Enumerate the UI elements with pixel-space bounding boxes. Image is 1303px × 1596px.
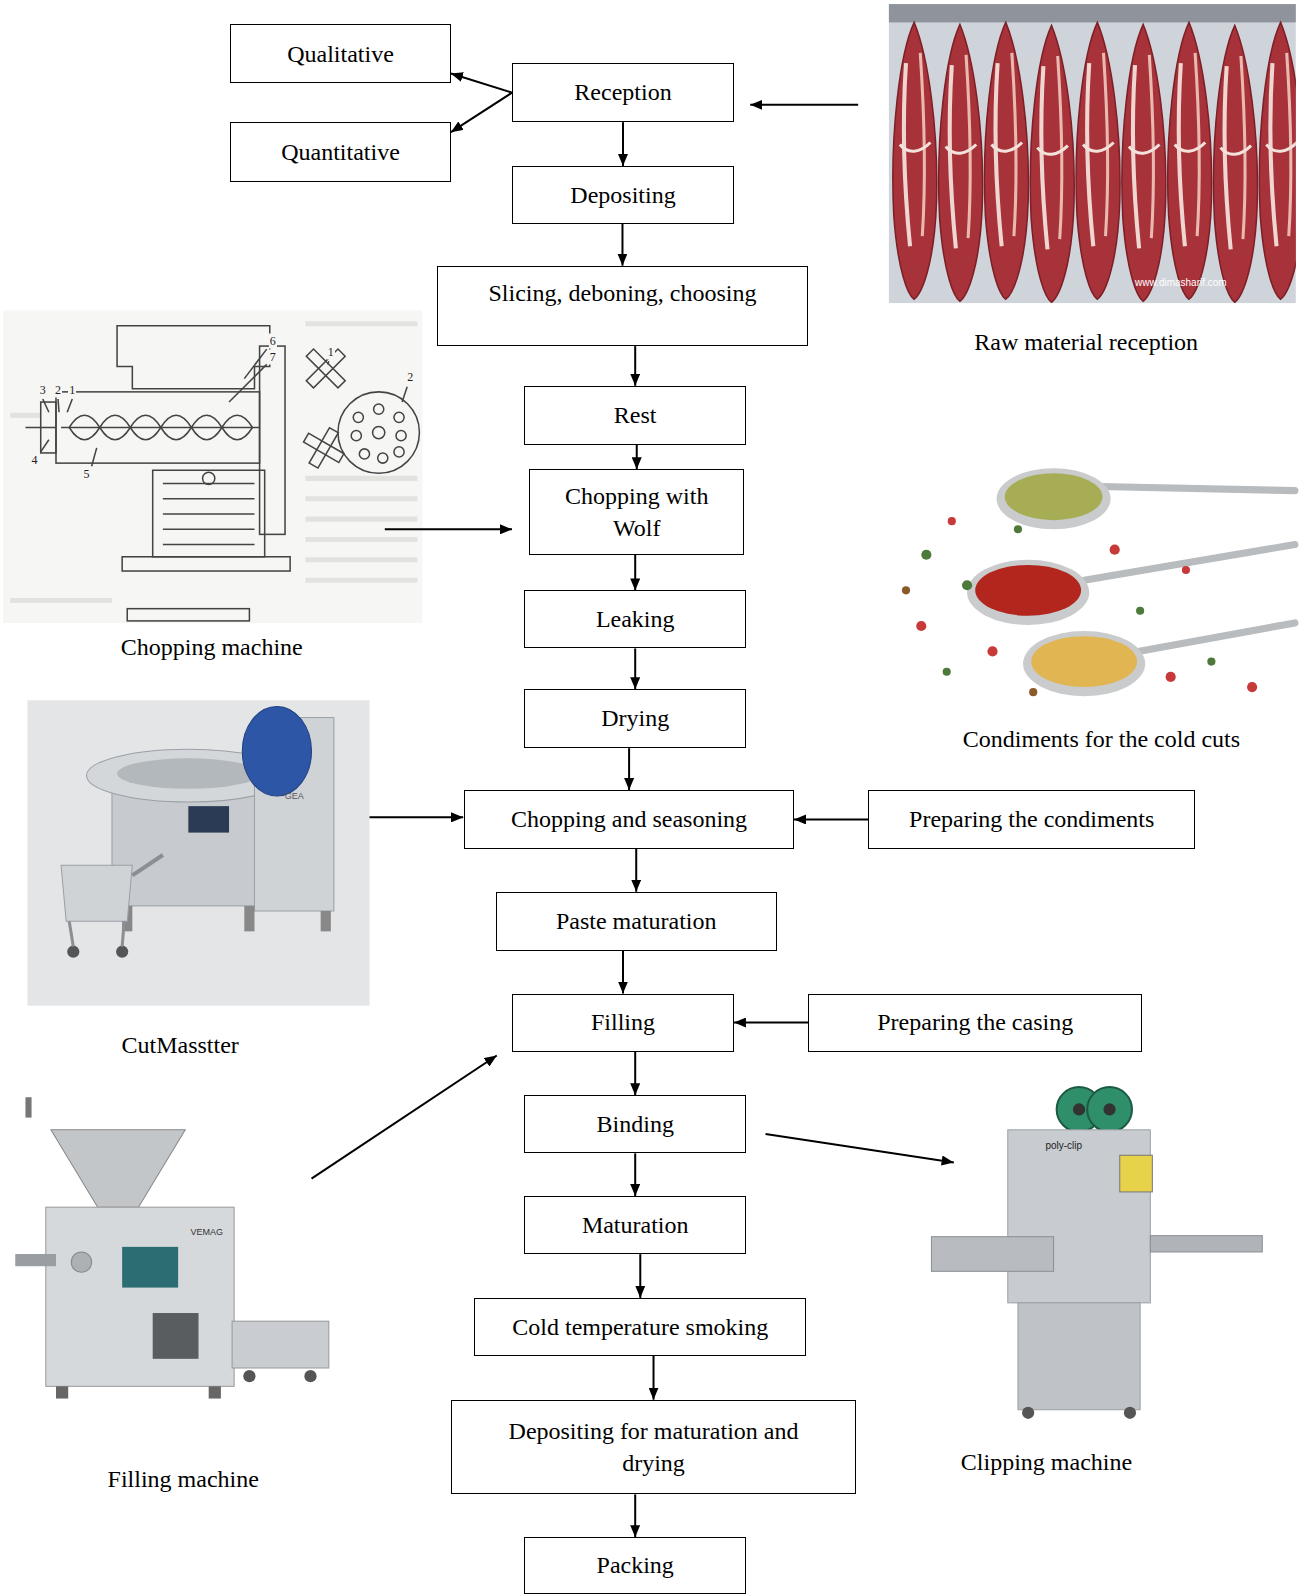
process-box: Slicing, deboning, choosing (437, 266, 809, 346)
process-box: Depositing (512, 166, 734, 224)
flow-arrow (634, 346, 636, 386)
node-text: Cold temperature smoking (512, 1311, 768, 1343)
chopping-machine-drawing (3, 310, 422, 622)
callout-number: 1 (327, 345, 335, 360)
node-text: Filling (591, 1006, 655, 1038)
flow-arrow (451, 73, 512, 92)
process-box: Cold temperature smoking (474, 1298, 806, 1356)
callout-number: 2 (406, 369, 414, 384)
process-box: Preparing the casing (808, 994, 1142, 1052)
callout-number: 3 (39, 382, 47, 397)
callout-number: 1 (68, 382, 76, 397)
flow-arrow (622, 951, 624, 994)
process-box: Quantitative (230, 122, 451, 182)
node-text: Chopping with Wolf (553, 480, 721, 545)
node-text: Drying (601, 702, 669, 734)
process-box: Rest (524, 386, 746, 445)
image-caption: Filling machine (108, 1466, 259, 1493)
flow-arrow (653, 1356, 655, 1400)
flow-arrow (622, 122, 624, 166)
flow-arrow (451, 93, 512, 133)
node-text: Chopping and seasoning (511, 803, 747, 835)
node-text: Binding (597, 1108, 674, 1140)
brand-text: VEMAG (190, 1227, 223, 1237)
brand-text: www.dimasharif.com (1135, 276, 1227, 287)
node-text: Maturation (582, 1209, 689, 1241)
flow-arrow (636, 445, 638, 469)
process-box: Depositing for maturation and drying (451, 1400, 856, 1495)
image-caption: Chopping machine (121, 634, 303, 661)
node-text: Paste maturation (556, 905, 717, 937)
flow-arrow (628, 748, 630, 790)
filling-machine-photo (15, 1097, 329, 1398)
node-text: Depositing (570, 179, 675, 211)
callout-number: 6 (269, 334, 277, 349)
image-caption: CutMasstter (122, 1032, 239, 1059)
cutmaster-photo (27, 700, 369, 1005)
flow-arrow (794, 818, 868, 820)
image-caption: Raw material reception (974, 329, 1198, 356)
node-text: Rest (614, 399, 657, 431)
node-text: Slicing, deboning, choosing (488, 277, 756, 309)
node-text: Qualitative (287, 38, 394, 70)
flow-arrow (634, 555, 636, 591)
process-box: Packing (524, 1537, 746, 1594)
process-box: Leaking (524, 590, 746, 648)
flow-arrow (634, 1153, 636, 1196)
node-text: Quantitative (281, 136, 400, 168)
node-text: Depositing for maturation and drying (486, 1415, 822, 1480)
flow-arrow (634, 1494, 636, 1537)
process-box: Reception (512, 63, 734, 122)
node-text: Preparing the casing (877, 1006, 1073, 1038)
node-text: Packing (597, 1549, 674, 1581)
callout-number: 2 (54, 382, 62, 397)
clipping-machine-photo (931, 1087, 1262, 1419)
node-text: Reception (574, 76, 671, 108)
callout-number: 4 (31, 453, 39, 468)
meat-photo (889, 4, 1296, 303)
spices-photo (902, 468, 1295, 696)
image-caption: Clipping machine (961, 1448, 1132, 1475)
callout-number: 7 (269, 350, 277, 365)
callout-number: 5 (83, 467, 91, 482)
flow-arrow (734, 1022, 808, 1024)
process-box: Drying (524, 689, 746, 748)
process-box: Filling (512, 994, 734, 1052)
process-box: Chopping and seasoning (464, 790, 794, 849)
process-box: Binding (524, 1095, 746, 1153)
node-text: Preparing the condiments (909, 803, 1154, 835)
process-box: Preparing the condiments (868, 790, 1195, 849)
process-box: Qualitative (230, 24, 451, 83)
node-text: Leaking (596, 603, 675, 635)
image-caption: Condiments for the cold cuts (963, 726, 1240, 753)
process-box: Paste maturation (496, 892, 777, 951)
flow-arrow (634, 1052, 636, 1096)
process-box: Chopping with Wolf (529, 469, 744, 555)
brand-text: poly-clip (1045, 1140, 1082, 1151)
flow-arrow (621, 224, 623, 266)
flow-arrow (634, 648, 636, 689)
flow-arrow (635, 849, 637, 892)
flow-arrow (639, 1254, 641, 1298)
process-box: Maturation (524, 1196, 746, 1254)
brand-text: GEA (285, 791, 304, 801)
